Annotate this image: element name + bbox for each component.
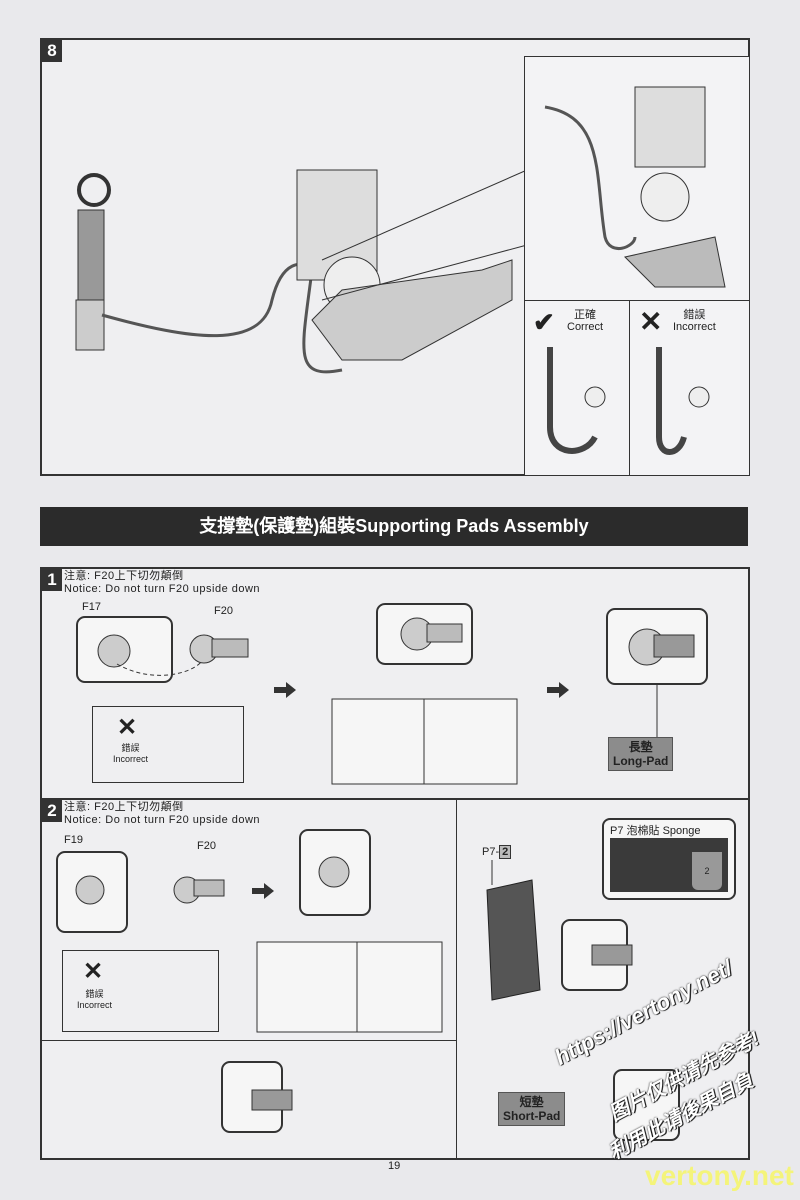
section-title: 支撐墊(保護墊)組裝Supporting Pads Assembly [40, 507, 748, 546]
notice-cn: 注意: F20上下切勿顛倒 [64, 801, 184, 813]
notice-en: Notice: Do not turn F20 upside down [64, 814, 261, 826]
part-label-f20: F20 [197, 840, 216, 852]
short-pad-label-en: Short-Pad [503, 1109, 561, 1123]
page-number: 19 [388, 1160, 401, 1172]
correct-cable-illustration [547, 347, 606, 454]
detail-illustration [544, 86, 726, 288]
long-pad-label-en: Long-Pad [613, 754, 669, 768]
divider [42, 1040, 456, 1041]
notice-cn: 注意: F20上下切勿顛倒 [64, 570, 184, 582]
part-label-f19: F19 [64, 834, 83, 846]
notice-en: Notice: Do not turn F20 upside down [64, 583, 261, 595]
assembly-illustration [75, 169, 528, 374]
step1-illustration [76, 603, 708, 785]
incorrect-label-en: Incorrect [113, 754, 149, 764]
correct-label-en: Correct [567, 321, 604, 333]
sticker-number: 2 [499, 845, 512, 859]
step2-illustration [56, 829, 680, 1141]
incorrect-label-cn: 錯誤 [121, 743, 140, 753]
sticker-ref: P7- [482, 846, 500, 858]
step-number: 8 [42, 40, 62, 62]
sponge-piece: 2 [692, 852, 722, 890]
sponge-sheet: P7 泡棉貼 Sponge 2 [602, 818, 736, 900]
cross-icon: ✕ [639, 306, 663, 337]
long-pad-label-cn: 長墊 [628, 740, 653, 754]
watermark-footer: vertony.net [645, 1160, 794, 1191]
incorrect-label-cn: 錯誤 [683, 309, 706, 321]
cross-icon: ✕ [83, 958, 104, 985]
step-number: 2 [42, 800, 62, 822]
sponge-title: P7 泡棉貼 Sponge [610, 825, 701, 837]
incorrect-label-en: Incorrect [673, 321, 716, 333]
cross-icon: ✕ [117, 714, 138, 741]
incorrect-cable-illustration [656, 347, 710, 455]
part-label-f20: F20 [214, 605, 233, 617]
incorrect-label-en: Incorrect [77, 1000, 113, 1010]
step-number: 1 [42, 569, 62, 591]
correct-label-cn: 正確 [574, 309, 597, 321]
check-icon: ✔ [533, 307, 555, 337]
part-label-f17: F17 [82, 601, 101, 613]
incorrect-label-cn: 錯誤 [85, 989, 104, 999]
short-pad-label-cn: 短墊 [519, 1095, 544, 1109]
divider [456, 800, 457, 1158]
